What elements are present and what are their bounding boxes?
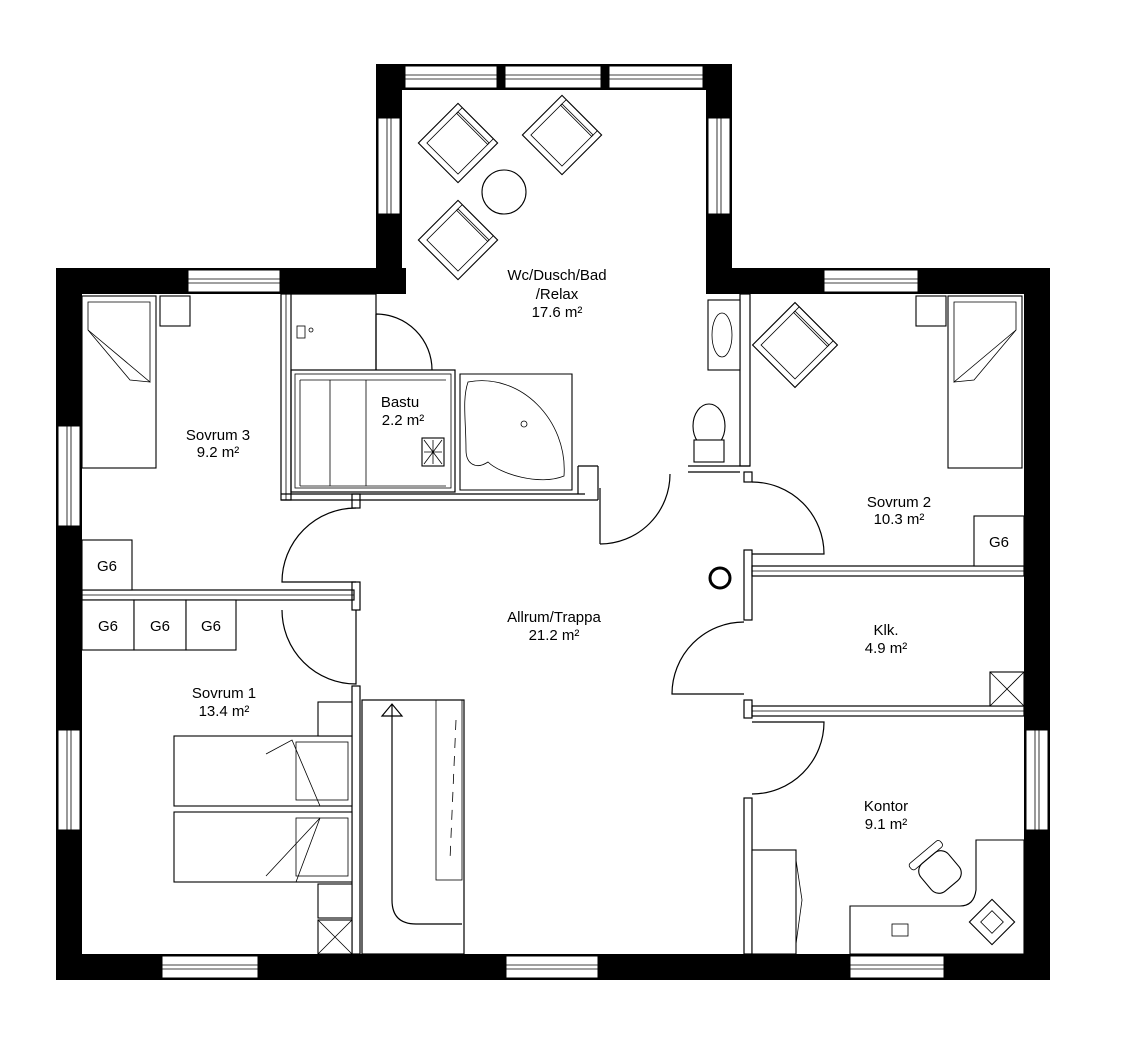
staircase — [361, 699, 465, 955]
room-name-sovrum1: Sovrum 1 — [192, 685, 256, 702]
windows — [57, 65, 1049, 979]
relax-furniture — [296, 94, 839, 491]
closet-sovrum3 — [81, 539, 133, 591]
closet-sovrum1-c — [185, 599, 237, 651]
room-name-sovrum2: Sovrum 2 — [867, 494, 931, 511]
room-area-bastu: 2.2 m² — [382, 412, 425, 429]
closet-label: G6 — [201, 618, 221, 635]
room-area-sovrum1: 13.4 m² — [199, 703, 250, 720]
doors — [281, 313, 825, 795]
sauna-benches — [299, 379, 446, 487]
room-name-allrum: Allrum/Trappa — [507, 609, 601, 626]
room-name-kontor: Kontor — [864, 798, 908, 815]
beds — [81, 295, 1023, 955]
room-area-klk: 4.9 m² — [865, 640, 908, 657]
office-furniture — [751, 839, 1025, 955]
klk-cabinet — [989, 671, 1025, 707]
interior-walls — [81, 293, 1025, 955]
room-name-sovrum3: Sovrum 3 — [186, 427, 250, 444]
room-area-wc: 17.6 m² — [532, 304, 583, 321]
closets: G6 G6 G6 G6 G6 — [81, 515, 1025, 651]
closet-label: G6 — [989, 534, 1009, 551]
room-name-bastu: Bastu — [381, 394, 419, 411]
room-area-kontor: 9.1 m² — [865, 816, 908, 833]
closet-label: G6 — [98, 618, 118, 635]
closet-sovrum1-a — [81, 599, 135, 651]
closet-label: G6 — [97, 558, 117, 575]
room-name-klk: Klk. — [873, 622, 898, 639]
room-name-wc-2: /Relax — [536, 286, 579, 303]
room-area-sovrum2: 10.3 m² — [874, 511, 925, 528]
room-labels: Wc/Dusch/Bad /Relax 17.6 m² Bastu 2.2 m²… — [186, 267, 931, 833]
room-name-wc: Wc/Dusch/Bad — [507, 267, 606, 284]
room-area-allrum: 21.2 m² — [529, 627, 580, 644]
closet-sovrum1-b — [133, 599, 187, 651]
room-area-sovrum3: 9.2 m² — [197, 444, 240, 461]
closet-sovrum2 — [973, 515, 1025, 567]
chimney-circle — [708, 566, 732, 590]
closet-label: G6 — [150, 618, 170, 635]
